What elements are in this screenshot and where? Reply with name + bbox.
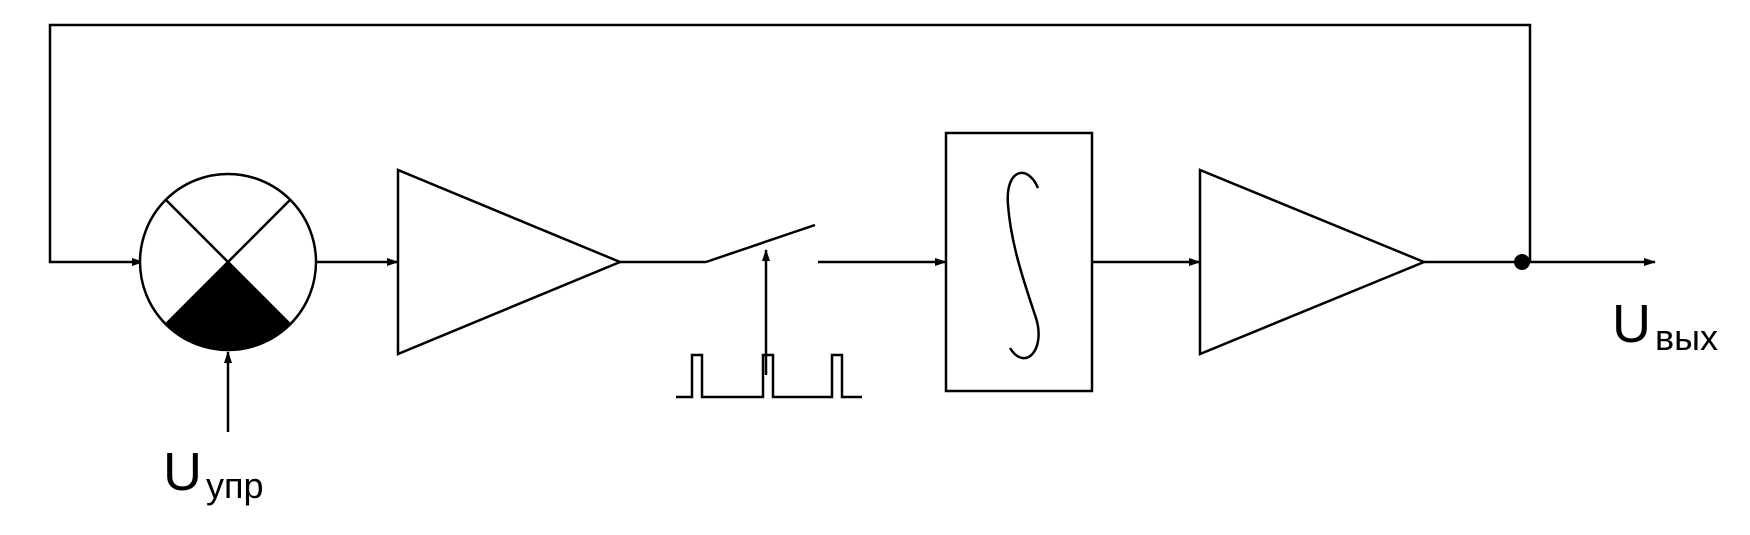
comparator-cross-line-2 bbox=[164, 198, 292, 326]
comparator-filled-sector bbox=[164, 260, 292, 351]
output-label-subscript: вых bbox=[1655, 317, 1718, 358]
control-input-label-subscript: упр bbox=[206, 465, 264, 506]
control-input-label-main: U bbox=[163, 442, 202, 502]
comparator bbox=[138, 172, 318, 352]
output-label-main: U bbox=[1612, 294, 1651, 354]
switch-blade bbox=[705, 223, 816, 264]
control-input-label: U упр bbox=[163, 442, 264, 506]
feedback-line bbox=[48, 23, 1532, 266]
integral-sign-icon bbox=[1006, 171, 1040, 360]
pulse-train bbox=[676, 353, 862, 399]
amplifier-1 bbox=[396, 168, 624, 356]
output-junction-dot bbox=[1514, 254, 1530, 270]
amplifier-2 bbox=[1198, 168, 1428, 356]
output-label: U вых bbox=[1612, 294, 1718, 358]
